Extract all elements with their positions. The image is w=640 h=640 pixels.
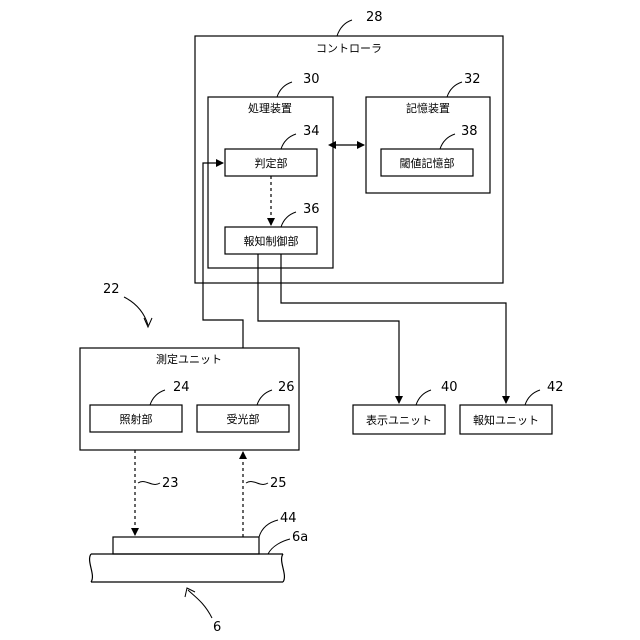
ref-26: 26: [278, 380, 295, 395]
notification-control-unit-block: 報知制御部: [225, 227, 317, 254]
storage-device-block: 記憶装置: [366, 97, 490, 193]
processing-device-label: 処理装置: [248, 102, 292, 115]
ref-leader-44: [259, 520, 278, 537]
ref-38: 38: [461, 124, 478, 139]
display-unit-block: 表示ユニット: [353, 405, 445, 434]
measurement-unit-label: 測定ユニット: [156, 352, 222, 366]
ref-42: 42: [547, 380, 564, 395]
notification-unit-block: 報知ユニット: [460, 405, 552, 434]
threshold-storage-unit-block: 閾値記憶部: [381, 149, 473, 176]
measurement-unit-block: 測定ユニット: [80, 348, 299, 450]
controller-label: コントローラ: [316, 42, 382, 55]
ref-34: 34: [303, 124, 320, 139]
ref-40: 40: [441, 380, 458, 395]
ref-leader-6: [188, 590, 212, 618]
ref-44: 44: [280, 511, 297, 526]
ref-leader-22: [124, 297, 148, 325]
ref-leader-6a: [268, 539, 290, 554]
ref-leader-42: [525, 390, 540, 405]
ref-32: 32: [464, 72, 481, 87]
light-receiving-unit-block: 受光部: [197, 405, 289, 432]
notification-unit-label: 報知ユニット: [473, 413, 539, 427]
ref-36: 36: [303, 202, 320, 217]
ref-6a: 6a: [292, 530, 308, 545]
display-unit-label: 表示ユニット: [366, 413, 432, 427]
ref-25: 25: [270, 476, 287, 491]
ref-leader-25: [246, 482, 268, 485]
test-strip: [113, 537, 259, 554]
ref-leader-28: [337, 20, 352, 36]
ref-leader-23: [138, 482, 160, 485]
threshold-storage-unit-label: 閾値記憶部: [400, 156, 455, 170]
ref-23: 23: [162, 476, 179, 491]
irradiation-unit-label: 照射部: [120, 412, 153, 426]
ref-30: 30: [303, 72, 320, 87]
ref-22: 22: [103, 282, 120, 297]
judgment-unit-block: 判定部: [225, 149, 317, 176]
ref-leader-40: [416, 390, 431, 405]
ref-28: 28: [366, 10, 383, 25]
ref-6: 6: [213, 620, 221, 635]
light-receiving-unit-label: 受光部: [227, 412, 260, 426]
judgment-unit-label: 判定部: [255, 156, 288, 170]
ref-24: 24: [173, 380, 190, 395]
storage-device-label: 記憶装置: [406, 101, 450, 115]
substrate: [90, 554, 285, 582]
irradiation-unit-block: 照射部: [90, 405, 182, 432]
notification-control-unit-label: 報知制御部: [244, 234, 299, 248]
